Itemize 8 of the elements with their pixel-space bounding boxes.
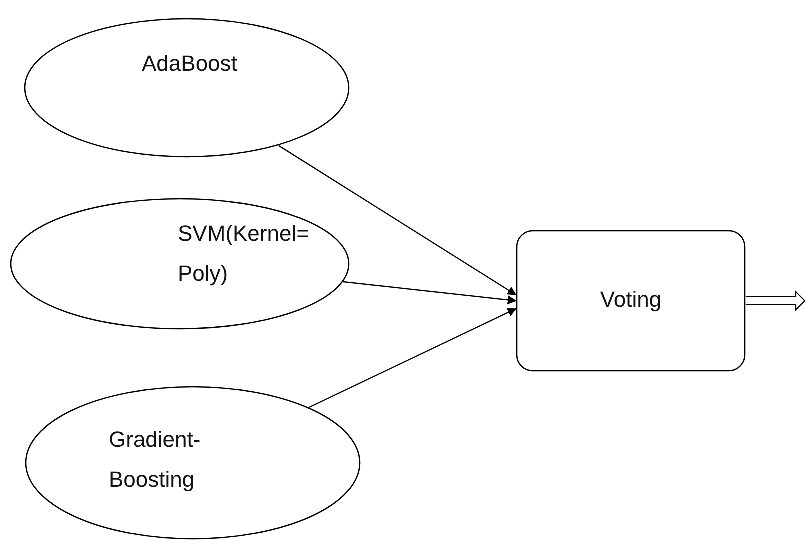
arrow xyxy=(343,281,517,305)
arrow xyxy=(309,308,517,408)
arrow xyxy=(278,145,517,296)
node-label: SVM(Kernel= Poly) xyxy=(178,220,310,288)
node-label: Gradient- Boosting xyxy=(109,426,202,494)
node-label: AdaBoost xyxy=(142,50,238,78)
node-label: Voting xyxy=(599,286,663,314)
output-arrow xyxy=(745,290,806,312)
